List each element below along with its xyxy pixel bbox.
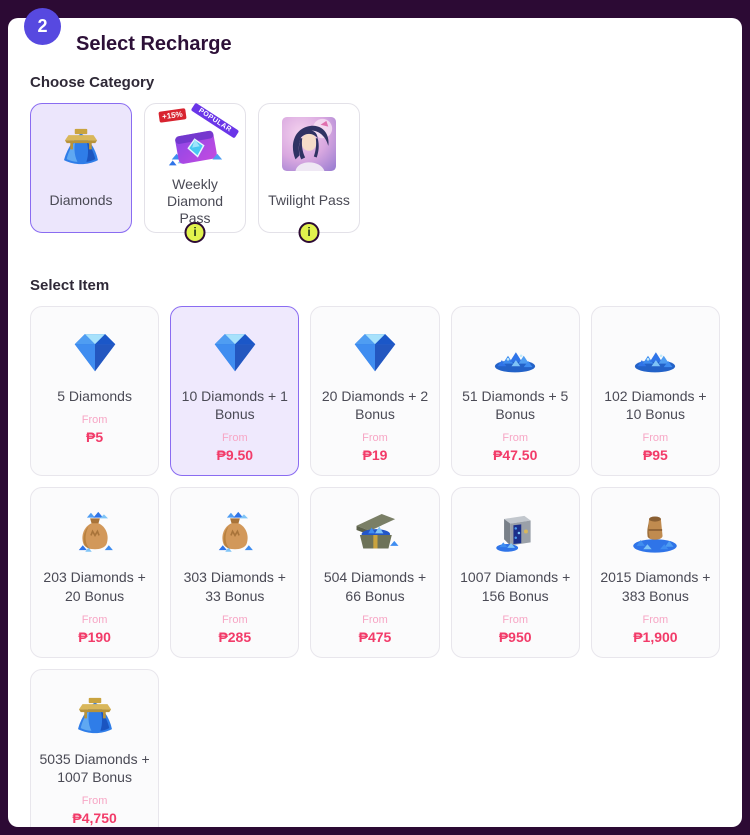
item-price: ₱5 [86, 429, 104, 446]
category-diamonds[interactable]: Diamonds [30, 103, 132, 233]
item-label: 303 Diamonds + 33 Bonus [183, 569, 286, 604]
weekly-diamond-pass-icon: +15% POPULAR [151, 102, 240, 176]
item-from-label: From [81, 613, 108, 626]
item-price: ₱950 [498, 628, 532, 645]
item-card[interactable]: 2015 Diamonds + 383 Bonus From ₱1,900 [590, 487, 720, 658]
item-from-label: From [221, 432, 248, 445]
info-icon[interactable]: i [184, 222, 206, 243]
item-from-label: From [362, 432, 388, 445]
item-price: ₱475 [358, 628, 392, 645]
item-label: 102 Diamonds + 10 Bonus [604, 388, 707, 423]
diamond-mound-icon [66, 686, 124, 738]
item-card[interactable]: 203 Diamonds + 20 Bonus From ₱190 [30, 487, 160, 658]
item-from-label: From [642, 613, 669, 626]
item-label: 5 Diamonds [57, 388, 132, 404]
item-price: ₱4,750 [72, 810, 117, 827]
diamond-pile-icon [487, 323, 543, 375]
diamond-chest-icon [348, 504, 402, 556]
category-label: Weekly Diamond Pass [166, 176, 224, 226]
item-price: ₱190 [78, 628, 111, 645]
item-price: ₱1,900 [633, 628, 678, 645]
category-twilight-pass[interactable]: Twilight Pass i [258, 103, 360, 243]
item-price: ₱9.50 [216, 447, 254, 464]
diamond-barrel-icon [627, 504, 683, 556]
item-card[interactable]: 10 Diamonds + 1 Bonus From ₱9.50 [170, 306, 300, 477]
item-card[interactable]: 504 Diamonds + 66 Bonus From ₱475 [310, 487, 440, 658]
item-card[interactable]: 5 Diamonds From ₱5 [30, 306, 160, 477]
item-label: 10 Diamonds + 1 Bonus [181, 388, 288, 423]
item-price: ₱47.50 [493, 447, 538, 464]
diamond-icon [68, 323, 122, 375]
item-from-label: From [81, 795, 108, 808]
category-list: Diamonds +15% POPULAR Weekly Diamond Pas… [30, 102, 720, 243]
item-grid: 5 Diamonds From ₱5 10 Diamonds + 1 Bonus… [30, 306, 720, 827]
diamond-icon [348, 323, 402, 375]
choose-category-label: Choose Category [30, 74, 155, 91]
select-item-label: Select Item [30, 277, 110, 294]
item-card[interactable]: 303 Diamonds + 33 Bonus From ₱285 [170, 487, 300, 658]
item-label: 20 Diamonds + 2 Bonus [321, 388, 429, 423]
item-card[interactable]: 51 Diamonds + 5 Bonus From ₱47.50 [450, 306, 580, 477]
item-card[interactable]: 1007 Diamonds + 156 Bonus From ₱950 [450, 487, 580, 658]
category-label: Twilight Pass [268, 191, 350, 208]
item-card[interactable]: 102 Diamonds + 10 Bonus From ₱95 [590, 306, 720, 477]
diamond-safe-icon [490, 504, 540, 556]
item-from-label: From [502, 613, 529, 626]
item-card[interactable]: 20 Diamonds + 2 Bonus From ₱19 [310, 306, 440, 477]
item-from-label: From [362, 613, 388, 626]
item-label: 5035 Diamonds + 1007 Bonus [39, 750, 150, 785]
diamond-pouch-icon [209, 504, 261, 556]
category-weekly-diamond-pass[interactable]: +15% POPULAR Weekly Diamond Pass i [144, 102, 246, 243]
step-badge: 2 [24, 8, 61, 45]
page-title: Select Recharge [76, 33, 232, 55]
diamond-icon [208, 323, 262, 375]
item-from-label: From [81, 414, 108, 427]
item-label: 1007 Diamonds + 156 Bonus [460, 569, 571, 604]
item-label: 203 Diamonds + 20 Bonus [43, 569, 146, 604]
diamond-pile-icon [627, 323, 683, 375]
info-icon[interactable]: i [298, 222, 320, 243]
item-price: ₱19 [362, 447, 388, 464]
item-card[interactable]: 5035 Diamonds + 1007 Bonus From ₱4,750 [30, 668, 160, 827]
twilight-pass-icon [265, 112, 353, 176]
item-from-label: From [502, 432, 529, 445]
item-from-label: From [642, 432, 669, 445]
item-label: 51 Diamonds + 5 Bonus [462, 388, 569, 423]
item-price: ₱95 [642, 447, 668, 464]
recharge-panel: Select Recharge Choose Category Diamonds… [8, 18, 742, 827]
item-from-label: From [221, 613, 248, 626]
item-price: ₱285 [218, 628, 252, 645]
category-label: Diamonds [49, 191, 113, 208]
item-label: 2015 Diamonds + 383 Bonus [600, 569, 711, 604]
diamond-pouch-icon [69, 504, 121, 556]
item-label: 504 Diamonds + 66 Bonus [323, 569, 427, 604]
diamond-mound-icon [37, 112, 125, 176]
